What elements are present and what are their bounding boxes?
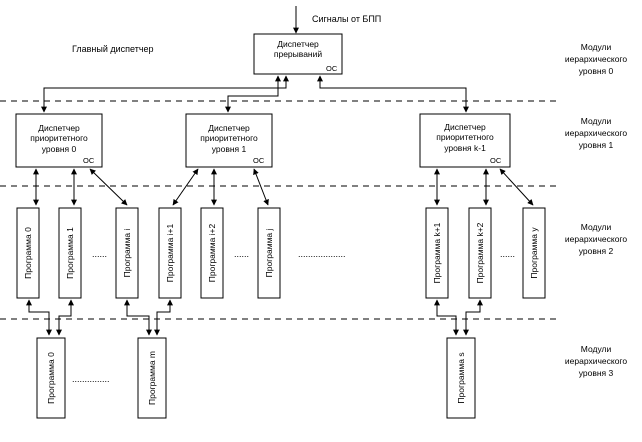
main-dispatcher-label: Главный диспетчер [72,44,154,54]
prog2-0: Программа 0 [16,207,40,299]
prog2-i1-label: Программа i+1 [165,223,175,282]
connector-int-to-dispatcher-0 [41,75,289,113]
connector-int-to-dispatcher-1 [225,75,281,113]
prog2-i: Программа i [115,207,139,299]
prog2-i1: Программа i+1 [158,207,182,299]
prog2-j: Программа j [257,207,281,299]
pdk-os: ОС [490,156,502,165]
pd0-line1: Диспетчер [38,123,80,133]
pd0-line2: приоритетного [30,133,88,143]
priority-dispatcher-k1: Диспетчер приоритетного уровня k-1 ОС [419,113,511,168]
pd1-line3: уровня 1 [212,144,247,154]
conn-progk2-lvl3-s [463,299,483,336]
interrupt-dispatcher-os: ОС [326,64,338,73]
conn-prog1-lvl3-0 [56,299,74,336]
ellipsis-1: ...... [92,249,107,259]
priority-dispatcher-1: Диспетчер приоритетного уровня 1 ОС [185,113,273,168]
pdk-line1: Диспетчер [444,122,486,132]
arrow-pd0-progi [89,168,128,206]
ellipsis-4: ...... [500,249,515,259]
ellipsis-bottom: ............... [72,374,110,384]
prog3-s: Программа s [446,337,476,419]
level-label-3-line1: Модули [581,344,612,354]
prog2-i2-label: Программа i+2 [207,223,217,282]
level-label-2: Модули иерархического уровня 2 [565,222,627,256]
level-label-3-line3: уровня 3 [579,368,614,378]
signal-label: Сигналы от БПП [312,14,381,24]
prog2-j-label: Программа j [264,229,274,278]
prog2-1: Программа 1 [58,207,82,299]
interrupt-dispatcher-line2: прерываний [274,49,322,59]
level-label-0: Модули иерархического уровня 0 [565,42,627,76]
conn-prog0-lvl3-0 [26,299,52,336]
arrow-pdk-progy [499,168,534,206]
level-label-3: Модули иерархического уровня 3 [565,344,627,378]
conn-progi-lvl3-m [124,299,152,336]
interrupt-dispatcher-line1: Диспетчер [277,39,319,49]
pd1-os: ОС [253,156,265,165]
prog2-k1: Программа k+1 [425,207,449,299]
prog2-k1-label: Программа k+1 [432,222,442,283]
prog3-s-label: Программа s [456,352,466,403]
pd0-os: ОС [83,156,95,165]
prog2-i-label: Программа i [122,229,132,278]
prog2-y-label: Программа y [529,227,539,279]
level-label-0-line3: уровня 0 [579,66,614,76]
arrow-pd1-progj [253,168,269,206]
ellipsis-3: ................... [298,249,346,259]
prog2-y: Программа y [522,207,546,299]
pd1-line2: приоритетного [200,133,258,143]
level-label-2-line3: уровня 2 [579,246,614,256]
prog2-k2: Программа k+2 [468,207,492,299]
level-label-1-line3: уровня 1 [579,140,614,150]
level-label-1-line1: Модули [581,116,612,126]
conn-progk1-lvl3-s [434,299,459,336]
arrow-pd1-progi1 [172,168,199,206]
pdk-line3: уровня k-1 [444,143,486,153]
level-label-1-line2: иерархического [565,128,627,138]
prog3-m-label: Программа m [147,351,157,405]
prog2-i2: Программа i+2 [200,207,224,299]
pd1-line1: Диспетчер [208,123,250,133]
level-label-0-line1: Модули [581,42,612,52]
prog3-m: Программа m [137,337,167,419]
interrupt-dispatcher-box: Диспетчер прерываний ОС [253,33,343,75]
priority-dispatcher-0: Диспетчер приоритетного уровня 0 ОС [15,113,103,168]
prog2-k2-label: Программа k+2 [475,222,485,283]
conn-progi1-lvl3-m [154,299,173,336]
pdk-line2: приоритетного [436,132,494,142]
level-label-3-line2: иерархического [565,356,627,366]
level-label-2-line1: Модули [581,222,612,232]
pd0-line3: уровня 0 [42,144,77,154]
prog2-0-label: Программа 0 [23,227,33,279]
prog3-0-label: Программа 0 [46,352,56,404]
level-label-0-line2: иерархического [565,54,627,64]
level-label-2-line2: иерархического [565,234,627,244]
connector-int-to-dispatcher-k1 [317,75,469,113]
prog2-1-label: Программа 1 [65,227,75,279]
level-label-1: Модули иерархического уровня 1 [565,116,627,150]
prog3-0: Программа 0 [36,337,66,419]
ellipsis-2: ...... [234,249,249,259]
